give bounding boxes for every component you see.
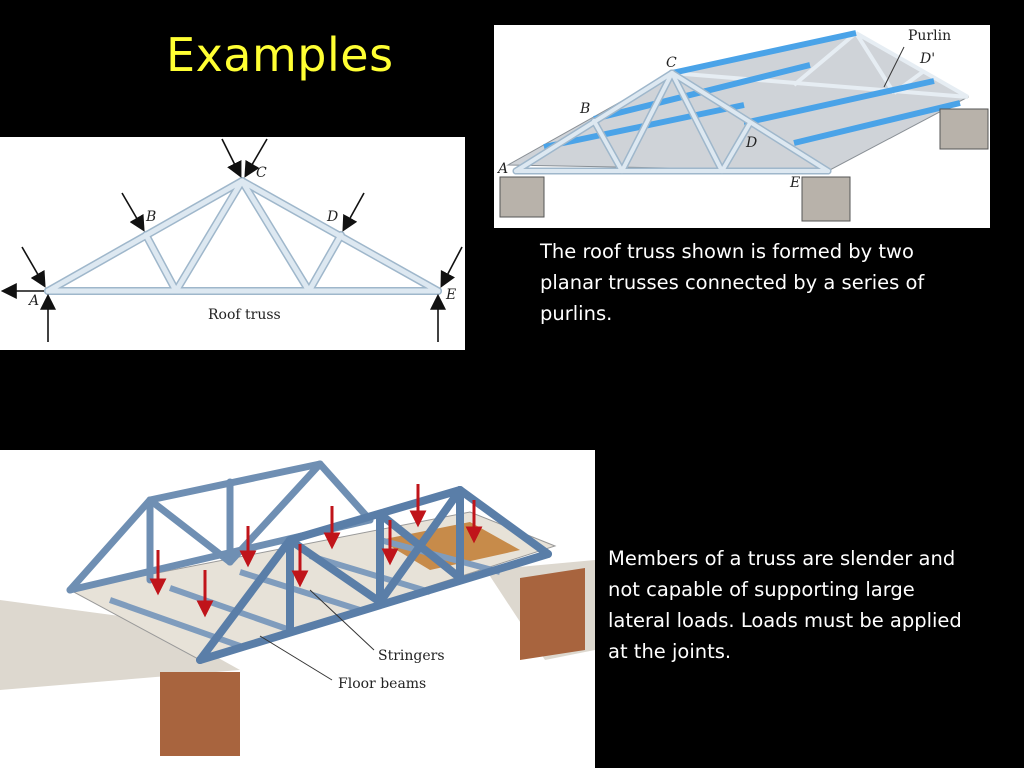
- joint-label-d-3d: D: [745, 135, 757, 151]
- roof-truss-svg: C B D A E Roof truss: [0, 138, 463, 342]
- truss-members: [45, 178, 441, 294]
- abutment-left: [160, 672, 240, 756]
- ground-left: [0, 600, 240, 690]
- roof-truss-caption: Roof truss: [208, 307, 281, 323]
- joint-label-c-3d: C: [666, 55, 677, 71]
- bridge-truss-diagram: Stringers Floor beams: [0, 450, 595, 768]
- roof-truss-3d-svg: Purlin D' C B D A E: [496, 28, 989, 222]
- slide-title: Examples: [166, 28, 394, 82]
- purlin-label: Purlin: [908, 28, 951, 44]
- joint-label-c: C: [256, 165, 267, 181]
- joint-label-a: A: [27, 293, 39, 309]
- roof-truss-caption-text: The roof truss shown is formed by two pl…: [540, 240, 925, 325]
- support-right: [801, 176, 851, 222]
- bridge-truss-caption-text: Members of a truss are slender and not c…: [608, 547, 962, 663]
- joint-label-e: E: [445, 287, 456, 303]
- load-arrows-bridge: [149, 484, 483, 618]
- floor-beams-label: Floor beams: [338, 676, 426, 692]
- truss-members-outline: [44, 177, 442, 295]
- floor-beams-leader: [259, 635, 333, 681]
- support-left: [499, 176, 545, 218]
- joint-label-d: D: [326, 209, 338, 225]
- roof-truss-3d-diagram: Purlin D' C B D A E: [494, 25, 990, 228]
- stringers-leader: [309, 589, 375, 651]
- load-arrows: [0, 138, 463, 342]
- abutment-right: [520, 568, 585, 660]
- roof-truss-diagram: C B D A E Roof truss: [0, 137, 465, 350]
- joint-label-b: B: [145, 209, 156, 225]
- back-truss-frame: [66, 460, 374, 594]
- joint-label-e-3d: E: [789, 175, 800, 191]
- back-truss: [671, 31, 969, 99]
- front-truss: [514, 71, 830, 173]
- support-back: [939, 108, 989, 150]
- joint-label-a-3d: A: [496, 161, 508, 177]
- purlin-leader: [883, 46, 905, 88]
- joint-label-d-prime: D': [919, 51, 935, 67]
- front-truss-frame: [196, 486, 552, 664]
- joint-label-b-3d: B: [579, 101, 590, 117]
- bridge-truss-svg: Stringers Floor beams: [0, 460, 595, 756]
- stringers-label: Stringers: [378, 648, 445, 664]
